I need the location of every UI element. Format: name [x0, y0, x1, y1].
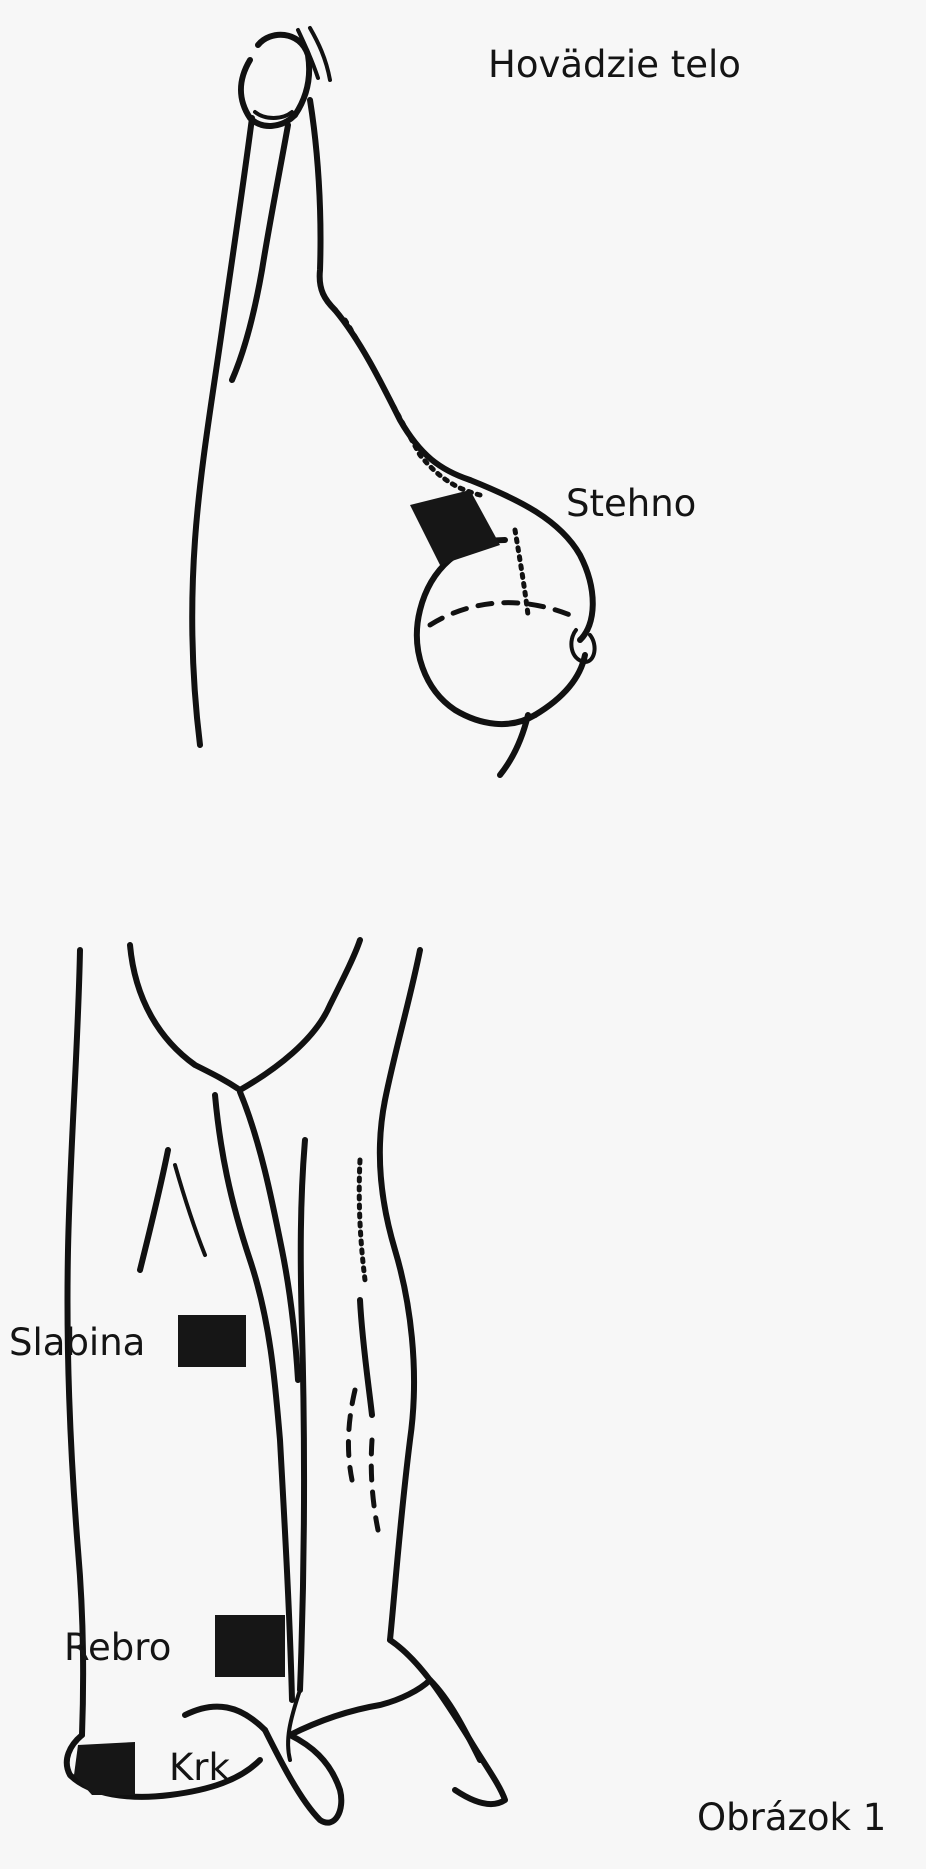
label-stehno: Stehno: [566, 482, 696, 525]
forequarter-drawing: [67, 940, 505, 1823]
rebro-sampling-marker: [215, 1615, 285, 1677]
slabina-sampling-marker: [178, 1315, 246, 1367]
label-krk: Krk: [169, 1746, 230, 1789]
diagram-title: Hovädzie telo: [488, 43, 741, 86]
hindquarter-drawing: [192, 28, 594, 775]
label-rebro: Rebro: [64, 1626, 171, 1669]
label-slabina: Slabina: [9, 1321, 145, 1364]
stehno-sampling-marker: [410, 490, 500, 565]
figure-caption: Obrázok 1: [697, 1796, 886, 1839]
